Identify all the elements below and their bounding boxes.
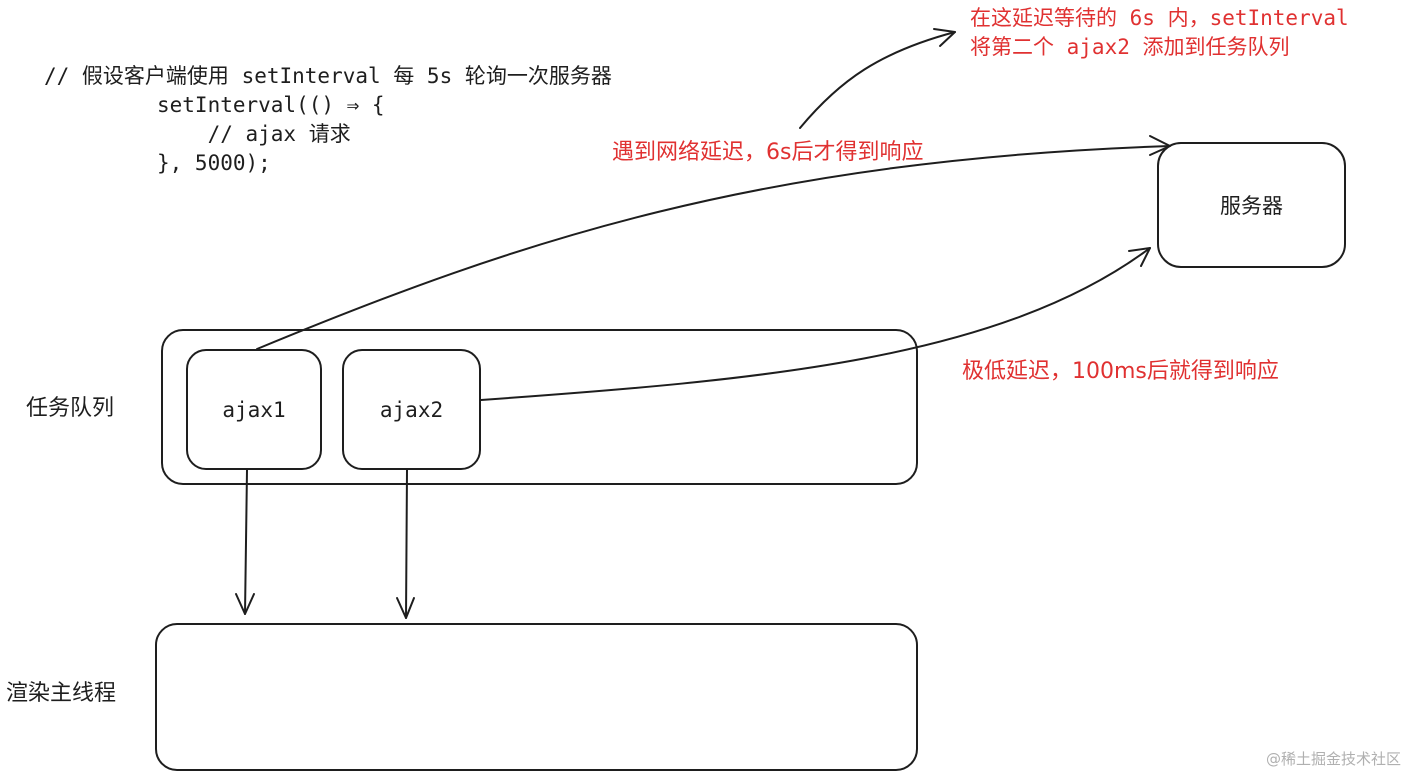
code-setinterval-line: setInterval(() ⇒ { (157, 93, 385, 117)
server-label: 服务器 (1220, 194, 1283, 218)
ajax1-box: ajax1 (186, 349, 322, 470)
delay-note-pointer-arrow (799, 31, 956, 129)
code-comment-line: // 假设客户端使用 setInterval 每 5s 轮询一次服务器 (44, 64, 612, 88)
ajax2-box: ajax2 (342, 349, 481, 470)
ajax2-to-render-arrow (405, 469, 408, 619)
task-queue-label: 任务队列 (26, 396, 115, 421)
fast-response-note: 极低延迟，100ms后就得到响应 (962, 359, 1279, 384)
slow-response-note: 遇到网络延迟，6s后才得到响应 (612, 140, 924, 165)
render-thread-label: 渲染主线程 (6, 681, 117, 706)
delay-note-line2: 将第二个 ajax2 添加到任务队列 (970, 35, 1290, 59)
ajax1-to-render-arrowhead (235, 593, 255, 615)
ajax1-label: ajax1 (222, 397, 286, 422)
server-box: 服务器 (1157, 142, 1346, 268)
ajax2-to-server-arrowhead (1128, 247, 1151, 267)
render-thread-box (155, 623, 918, 771)
ajax1-to-render-arrow (244, 469, 248, 615)
delay-note-pointer-arrowhead (933, 28, 956, 47)
watermark: @稀土掘金技术社区 (1265, 750, 1401, 768)
ajax2-label: ajax2 (379, 397, 444, 422)
code-closing-line: }, 5000); (157, 151, 271, 175)
delay-note-line1: 在这延迟等待的 6s 内，setInterval (970, 6, 1349, 30)
ajax2-to-render-arrowhead (396, 597, 415, 619)
ajax1-to-server-arrow (256, 145, 1171, 350)
code-ajax-comment-line: // ajax 请求 (157, 122, 351, 146)
